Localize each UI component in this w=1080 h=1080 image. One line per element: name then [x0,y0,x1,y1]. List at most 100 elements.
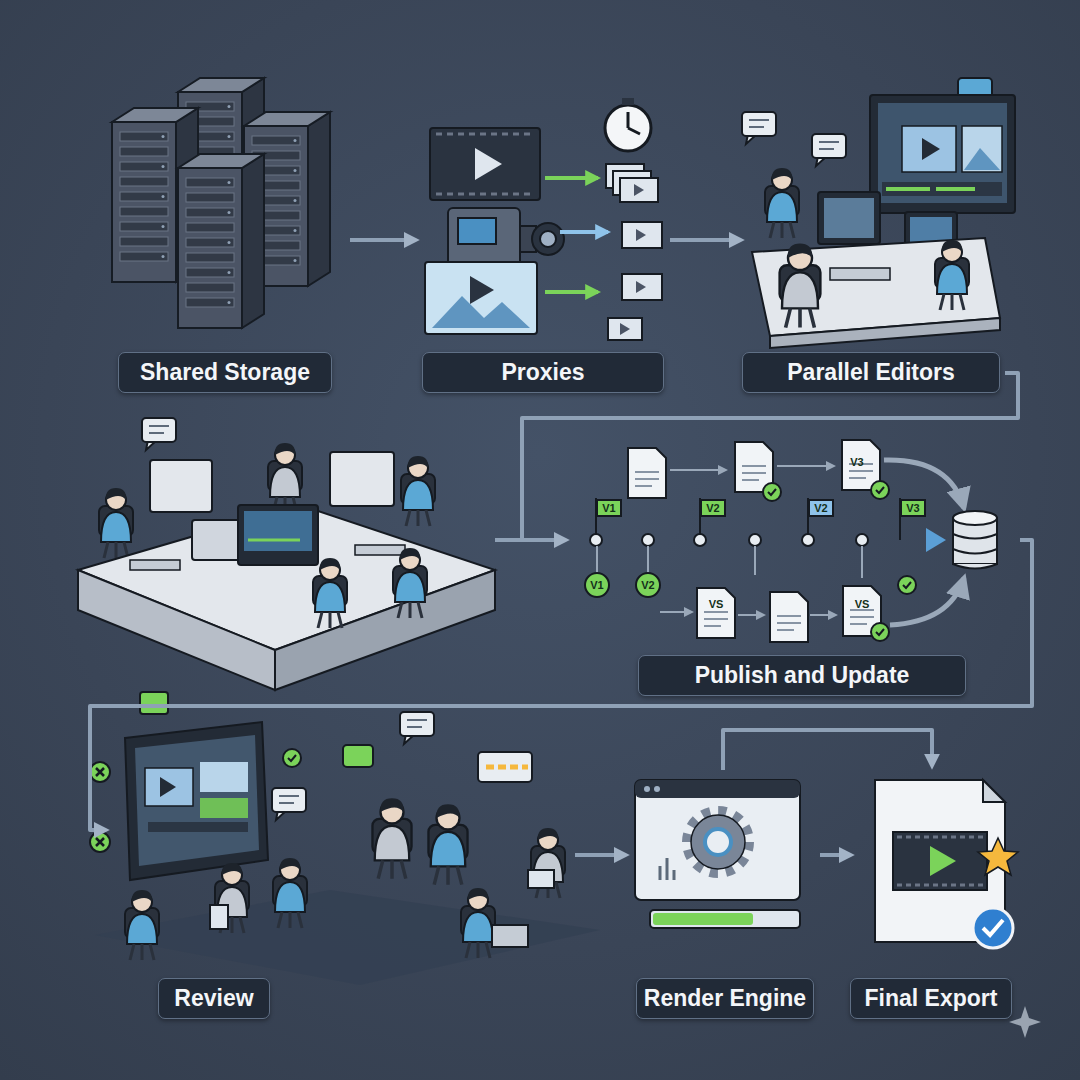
flow-arrow [522,373,1018,540]
render-illustration [635,780,800,798]
team-illustration [238,505,318,565]
export-illustration [893,832,987,890]
review-illustration [125,722,268,880]
timeline-illustration [871,481,889,499]
review-illustration [135,735,259,866]
timeline-illustration [802,534,814,546]
editors-illustration [818,192,880,244]
review-illustration [528,870,554,888]
timeline-illustration [953,564,997,569]
flow-arrow [820,853,850,857]
stage-name: Proxies [501,359,584,386]
process-stage: Parallel Editors [740,80,1005,393]
timeline-illustration [642,534,654,546]
timeline-illustration [597,500,621,516]
editors-illustration [870,95,1015,213]
process-stage: Publish and Update [565,440,1020,696]
render-illustration [635,780,800,928]
team-illustration [330,452,394,506]
stage-name: Parallel Editors [787,359,954,386]
proxies-illustration [475,148,502,180]
process-stage: Final Export [850,765,1015,1019]
timeline-illustration [856,534,868,546]
editors-illustration [770,318,1000,348]
team-illustration [248,539,300,542]
flow-arrow [670,238,740,242]
proxies-illustration [432,296,530,328]
proxies-illustration [605,105,651,151]
review-illustration [90,692,600,985]
version-tag: V2 [814,503,827,514]
review-illustration [90,832,110,852]
team-illustration [275,570,495,690]
timeline-illustration [701,500,725,516]
editors-illustration [935,240,969,310]
proxies-illustration [458,218,496,244]
stage-name: Shared Storage [140,359,310,386]
export-illustration [897,837,983,885]
review-illustration [95,890,600,985]
render-illustration [644,786,650,792]
editors-illustration [964,148,1000,170]
review-illustration [372,798,411,879]
stage-label: Review [158,978,270,1019]
version-tag: V2 [706,503,719,514]
editors-illustration [812,134,846,166]
proxies-illustration [425,98,662,340]
process-stage: Review [105,720,575,1019]
flow-arrow [350,238,415,242]
render-illustration [653,913,753,925]
render-illustration [705,829,731,855]
proxies-illustration [620,323,630,335]
timeline-illustration [898,576,916,594]
timeline-illustration [585,573,609,597]
stage-label: Proxies [422,352,664,393]
editors-illustration [886,187,975,191]
timeline-illustration [660,611,692,613]
review-illustration [461,888,495,958]
review-illustration [492,925,528,947]
stage-name: Review [174,985,253,1012]
team-illustration [130,560,180,570]
proxies-illustration [532,223,564,255]
team-illustration [393,548,427,618]
version-tag: VS [709,599,724,610]
team-illustration [192,520,242,560]
stage-name: Publish and Update [695,662,910,689]
flow-arrow [723,730,932,770]
review-illustration [283,749,301,767]
editors-illustration [742,78,1015,348]
timeline-illustration [670,469,726,471]
review-illustration [140,692,168,714]
editors-illustration [780,244,821,328]
editors-illustration [742,112,776,144]
stage-label: Shared Storage [118,352,332,393]
team-illustration [150,460,212,512]
review-illustration [210,905,228,929]
process-stage: Shared Storage [100,80,350,393]
export-illustration [1009,1006,1041,1038]
timeline-illustration [763,483,781,501]
stage-label: Parallel Editors [742,352,1000,393]
timeline-illustration [697,588,735,638]
editors-illustration [824,198,874,238]
team-illustration [495,538,522,542]
team-illustration [99,488,133,558]
version-tag: V3 [850,457,863,468]
render-illustration [688,812,748,872]
team-illustration [355,545,405,555]
timeline-illustration [890,578,964,625]
proxies-illustration [606,164,662,340]
stage-label: Final Export [850,978,1012,1019]
version-tag: V2 [641,580,654,591]
storage-illustration [178,154,264,328]
proxies-illustration [545,290,598,294]
proxies-illustration [636,281,646,293]
review-illustration [343,745,373,767]
process-stage: Render Engine [625,770,820,1019]
proxies-illustration [628,112,640,134]
render-illustration [650,910,800,928]
